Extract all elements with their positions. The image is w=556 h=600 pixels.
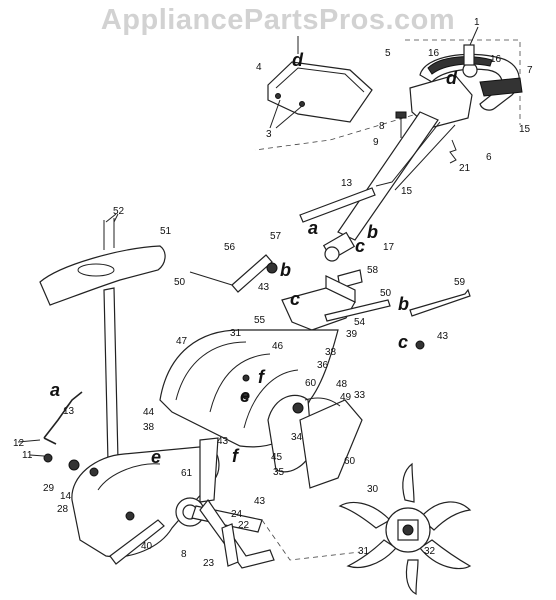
callout-61: 61 [181,468,193,479]
letter-f-hood: f [258,367,266,387]
reference-letters: d d a b c b c b c f e a e f [50,50,458,467]
callout-1: 1 [474,17,480,28]
callout-16b: 16 [490,54,502,65]
letter-c-tube: c [355,236,365,256]
callout-32: 32 [424,546,436,557]
leader-lines [17,26,479,457]
callout-11: 11 [22,450,33,461]
callout-44: 44 [143,407,155,418]
watermark-text: AppliancePartsPros.com [100,4,456,36]
gear-case [71,437,275,569]
callout-29: 29 [43,483,55,494]
callout-60a: 60 [305,378,317,389]
callout-43a: 43 [258,282,270,293]
callout-6: 6 [486,152,492,163]
callout-22: 22 [238,520,250,531]
callout-33: 33 [354,390,366,401]
callout-30: 30 [367,484,379,495]
callout-15b: 15 [401,186,413,197]
letter-b-bracket: b [280,260,291,280]
callout-15a: 15 [519,124,531,135]
callout-34: 34 [291,432,303,443]
letter-e-hood: e [240,386,250,406]
letter-b-depth-bar: b [398,294,409,314]
letter-e-case: e [151,447,161,467]
callout-31a: 31 [230,328,242,339]
depth-stake [43,391,83,471]
callout-38a: 38 [325,347,337,358]
callout-52: 52 [113,206,125,217]
letter-d-handle: d [446,68,458,88]
tine-assembly [338,462,472,595]
letter-a-cable: a [308,218,318,238]
callout-12: 12 [13,438,25,449]
callout-16a: 16 [428,48,440,59]
top-cover [267,36,373,123]
callout-55: 55 [254,315,266,326]
callout-43c: 43 [217,436,229,447]
callout-9: 9 [373,137,379,148]
callout-45: 45 [271,452,283,463]
depth-bar-assembly [189,254,471,350]
callout-50b: 50 [380,288,392,299]
callout-59: 59 [454,277,466,288]
callout-49: 49 [340,392,352,403]
callout-54: 54 [354,317,366,328]
letter-b-tube: b [367,222,378,242]
callout-24: 24 [231,509,243,520]
rear-hood [159,329,363,489]
callout-21: 21 [459,163,471,174]
callout-labels: 1 3 4 5 6 7 8 9 15 16 16 21 13 15 17 52 … [13,17,533,569]
callout-60b: 60 [344,456,356,467]
callout-57: 57 [270,231,282,242]
callout-35: 35 [273,467,285,478]
letter-c-bracket: c [290,289,300,309]
callout-3: 3 [266,129,272,140]
callout-4: 4 [256,62,262,73]
letter-a-stake: a [50,380,60,400]
callout-56: 56 [224,242,236,253]
callout-48: 48 [336,379,348,390]
callout-47: 47 [176,336,188,347]
callout-43b: 43 [437,331,449,342]
callout-17: 17 [383,242,395,253]
callout-8b: 8 [181,549,187,560]
callout-58: 58 [367,265,379,276]
callout-43d: 43 [254,496,266,507]
callout-13b: 13 [63,406,75,417]
callout-38b: 38 [143,422,155,433]
letter-d-top: d [292,50,304,70]
letter-f-arm: f [232,446,240,466]
callout-39: 39 [346,329,358,340]
callout-28: 28 [57,504,69,515]
callout-23: 23 [203,558,215,569]
callout-36: 36 [317,360,329,371]
callout-40: 40 [141,541,153,552]
callout-51: 51 [160,226,172,237]
letter-c-nut: c [398,332,408,352]
callout-7: 7 [527,65,533,76]
callout-13a: 13 [341,178,353,189]
callout-31b: 31 [358,546,370,557]
callout-46: 46 [272,341,284,352]
callout-8: 8 [379,121,385,132]
callout-14: 14 [60,491,72,502]
handle-assembly [254,39,523,262]
callout-50a: 50 [174,277,186,288]
callout-5: 5 [385,48,391,59]
